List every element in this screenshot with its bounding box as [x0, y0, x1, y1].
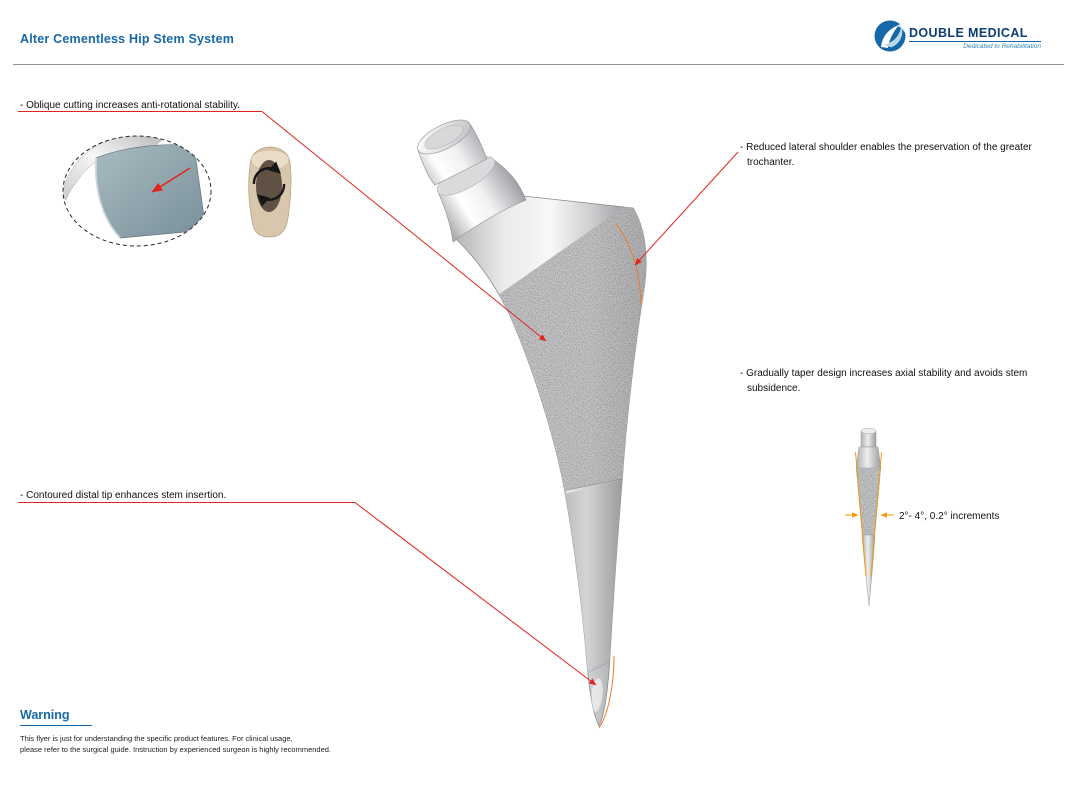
- warning-line1: This flyer is just for understanding the…: [20, 734, 293, 743]
- detail-lens-outline: [62, 135, 212, 247]
- page-title: Alter Cementless Hip Stem System: [20, 32, 235, 46]
- stem-shading: [590, 196, 647, 726]
- warning-line2: please refer to the surgical guide. Inst…: [20, 745, 332, 755]
- callout-oblique-text: - Oblique cutting increases anti-rotatio…: [20, 100, 240, 111]
- callout-oblique: - Oblique cutting increases anti-rotatio…: [20, 98, 320, 113]
- trunnion-bore: [424, 124, 464, 150]
- brand-name: DOUBLE MEDICAL: [909, 26, 1028, 40]
- callout-distal-text: - Contoured distal tip enhances stem ins…: [20, 490, 227, 501]
- taper-angle-line-left: [855, 451, 867, 577]
- cut-detail-arrow: [151, 167, 191, 193]
- callout-distal: - Contoured distal tip enhances stem ins…: [20, 488, 360, 503]
- callout-shoulder-line1: - Reduced lateral shoulder enables the p…: [740, 142, 1032, 153]
- oblique-cut-detail: [62, 135, 212, 247]
- hip-stem-render: [417, 119, 647, 729]
- brand-logo: DOUBLE MEDICAL Dedicated to Rehabilitati…: [874, 19, 1059, 55]
- oblique-leader: [261, 111, 547, 342]
- callout-taper-line2: subsidence.: [747, 383, 801, 394]
- leader-lines: [18, 111, 739, 686]
- warning-title: Warning: [20, 708, 92, 726]
- callout-taper: - Gradually taper design increases axial…: [740, 366, 1070, 396]
- rotation-arrow-upper: [252, 161, 281, 185]
- mini-trunnion-top: [860, 427, 877, 435]
- taper-angle-line-right: [870, 451, 882, 577]
- brand-tagline: Dedicated to Rehabilitation: [963, 43, 1041, 50]
- stem-trunnion: [417, 123, 488, 186]
- brand-rule: [909, 41, 1041, 42]
- taper-diagram: [845, 427, 894, 607]
- shoulder-accent-arc: [615, 223, 642, 305]
- bone-cross-section: [248, 146, 292, 238]
- header-divider: [13, 64, 1064, 65]
- shoulder-leader: [634, 151, 739, 266]
- distal-leader: [354, 502, 597, 686]
- mini-coating: [856, 468, 881, 535]
- taper-increments-label: 2°- 4°, 0.2° increments: [899, 511, 1000, 522]
- rotation-arrow-lower: [257, 183, 286, 207]
- callout-taper-line1: - Gradually taper design increases axial…: [740, 368, 1028, 379]
- callout-shoulder-line2: trochanter.: [747, 157, 795, 168]
- cut-face-edge-highlight: [94, 157, 121, 239]
- stem-tip-highlight: [591, 678, 603, 712]
- mini-collar: [855, 446, 882, 469]
- tip-accent-arc: [598, 655, 615, 729]
- warning-body: This flyer is just for understanding the…: [20, 733, 331, 756]
- mini-distal: [861, 534, 876, 607]
- brand-logo-icon: [874, 20, 906, 52]
- oblique-cut-face: [95, 144, 207, 239]
- callout-shoulder: - Reduced lateral shoulder enables the p…: [740, 140, 1070, 170]
